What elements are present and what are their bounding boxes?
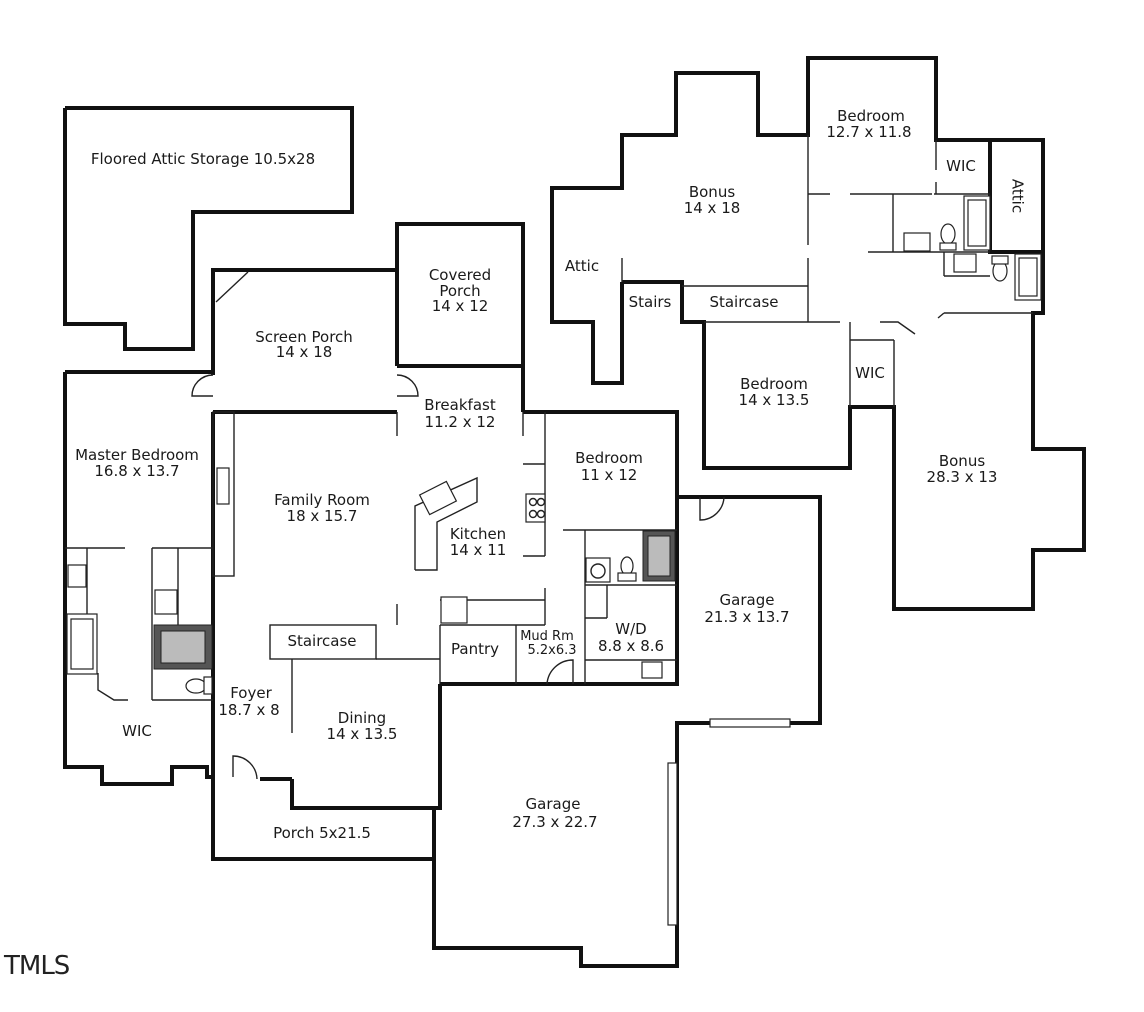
label-pantry: Pantry bbox=[451, 640, 499, 658]
label-covered-porch-name: Covered bbox=[429, 266, 491, 284]
label-mudrm-dim: 5.2x6.3 bbox=[527, 643, 576, 658]
label-mudrm-name: Mud Rm bbox=[520, 629, 574, 644]
label-garage-big-dim: 27.3 x 22.7 bbox=[512, 813, 597, 831]
label-covered-porch-dim: 14 x 12 bbox=[432, 297, 489, 315]
label-breakfast-name: Breakfast bbox=[424, 396, 496, 414]
label-covered-porch-name2: Porch bbox=[439, 282, 480, 300]
label-bonus-big-dim: 28.3 x 13 bbox=[927, 468, 998, 486]
tmls-logo: TMLS bbox=[4, 951, 70, 981]
label-kitchen-name: Kitchen bbox=[450, 525, 506, 543]
label-stairs: Stairs bbox=[629, 293, 672, 311]
label-family-dim: 18 x 15.7 bbox=[287, 507, 358, 525]
label-master-name: Master Bedroom bbox=[75, 446, 199, 464]
label-bedroom-main-name: Bedroom bbox=[575, 449, 643, 467]
label-wd-name: W/D bbox=[615, 620, 646, 638]
main-floor-interior bbox=[65, 374, 791, 926]
label-family-name: Family Room bbox=[274, 491, 370, 509]
label-attic-right: Attic bbox=[1009, 179, 1027, 213]
label-breakfast-dim: 11.2 x 12 bbox=[425, 413, 496, 431]
label-bonus-up-name: Bonus bbox=[689, 183, 735, 201]
label-bedroom-up2-dim: 14 x 13.5 bbox=[739, 391, 810, 409]
label-kitchen-dim: 14 x 11 bbox=[450, 541, 507, 559]
label-screen-porch-dim: 14 x 18 bbox=[276, 343, 333, 361]
label-wic-up1: WIC bbox=[946, 157, 976, 175]
label-wic-master: WIC bbox=[122, 722, 152, 740]
label-garage-small-name: Garage bbox=[720, 591, 775, 609]
label-wic-up2: WIC bbox=[855, 364, 885, 382]
label-bonus-big-name: Bonus bbox=[939, 452, 985, 470]
label-bonus-up-dim: 14 x 18 bbox=[684, 199, 741, 217]
upper-floor-interior bbox=[621, 135, 1042, 407]
label-dining-dim: 14 x 13.5 bbox=[327, 725, 398, 743]
label-wd-dim: 8.8 x 8.6 bbox=[598, 637, 664, 655]
label-dining-name: Dining bbox=[338, 709, 386, 727]
label-bedroom-up1-dim: 12.7 x 11.8 bbox=[826, 123, 911, 141]
label-garage-small-dim: 21.3 x 13.7 bbox=[704, 608, 789, 626]
main-floor-walls bbox=[63, 106, 822, 968]
label-bedroom-main-dim: 11 x 12 bbox=[581, 466, 638, 484]
label-foyer-dim: 18.7 x 8 bbox=[218, 701, 279, 719]
label-staircase-main: Staircase bbox=[287, 632, 356, 650]
room-labels: Floored Attic Storage 10.5x28 Covered Po… bbox=[75, 107, 1026, 842]
label-staircase-up: Staircase bbox=[709, 293, 778, 311]
label-garage-big-name: Garage bbox=[526, 795, 581, 813]
label-floored-attic: Floored Attic Storage 10.5x28 bbox=[91, 150, 315, 168]
label-foyer-name: Foyer bbox=[230, 684, 272, 702]
label-screen-porch-name: Screen Porch bbox=[255, 328, 353, 346]
label-bedroom-up2-name: Bedroom bbox=[740, 375, 808, 393]
label-master-dim: 16.8 x 13.7 bbox=[94, 462, 179, 480]
label-porch: Porch 5x21.5 bbox=[273, 824, 371, 842]
label-bedroom-up1-name: Bedroom bbox=[837, 107, 905, 125]
label-attic-left: Attic bbox=[565, 257, 599, 275]
